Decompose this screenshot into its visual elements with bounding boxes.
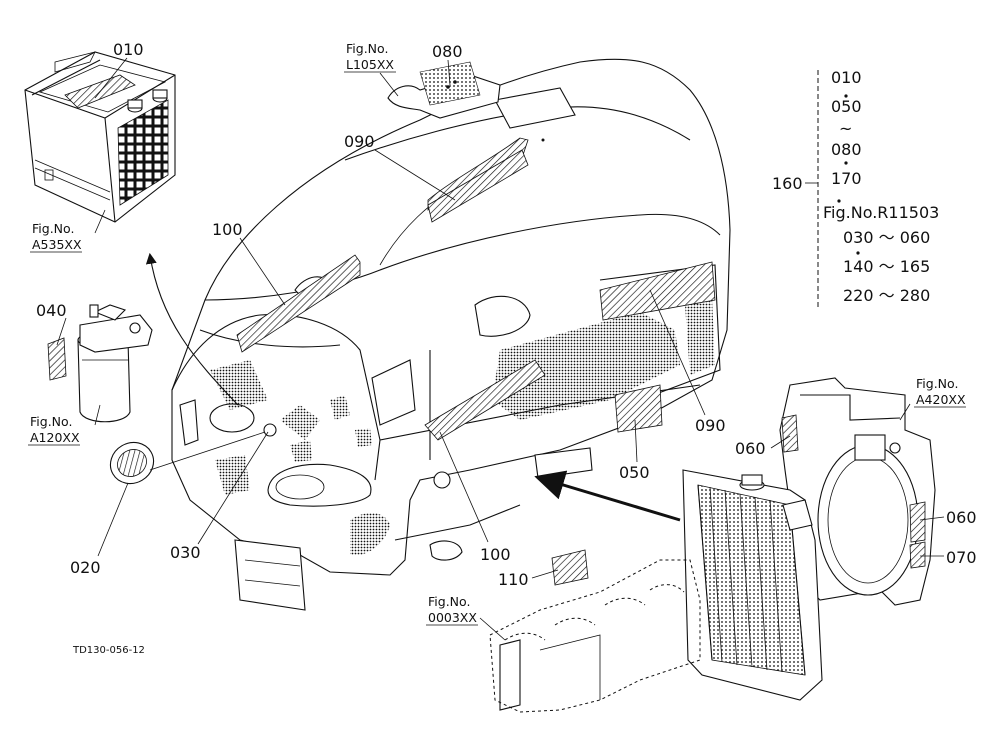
fuel-filter: [47, 304, 153, 423]
callout-030: 030: [170, 543, 201, 562]
callout-090-right: 090: [695, 416, 726, 435]
range-item-8: 220 ～ 280: [843, 286, 930, 305]
battery: [24, 51, 176, 223]
fig-ref-shroud-number: A420XX: [916, 392, 966, 407]
figure-references: Fig.No. A535XX Fig.No. L105XX Fig.No. A1…: [28, 41, 966, 626]
drawing-number: TD130-056-12: [72, 645, 145, 656]
fig-ref-shroud-label: Fig.No.: [916, 376, 958, 391]
tractor-hood: [171, 58, 731, 611]
range-brace: [805, 70, 860, 308]
range-list: 010 050 ~ 080 170 Fig.No.R11503 030 ～ 06…: [823, 68, 939, 305]
top-decal-assembly: [387, 61, 501, 119]
callout-020: 020: [70, 558, 101, 577]
radiator-assembly: [682, 377, 936, 701]
callout-100-top: 100: [212, 220, 243, 239]
callout-010: 010: [113, 40, 144, 59]
fig-ref-engine-number: 0003XX: [428, 610, 477, 625]
fig-ref-fuel-filter-label: Fig.No.: [30, 414, 72, 429]
fig-ref-battery-number: A535XX: [32, 237, 82, 252]
range-item-6: 030 ～ 060: [843, 228, 930, 247]
callout-100-bottom: 100: [480, 545, 511, 564]
engine-block-dashed: [489, 549, 701, 713]
round-emblem-cap: [109, 441, 155, 485]
fig-ref-decal-label: Fig.No.: [346, 41, 388, 56]
callout-050: 050: [619, 463, 650, 482]
range-item-2: ~: [839, 119, 852, 138]
callout-080: 080: [432, 42, 463, 61]
callout-070: 070: [946, 548, 977, 567]
range-item-7: 140 ～ 165: [843, 257, 930, 276]
callout-110: 110: [498, 570, 529, 589]
callout-090-top: 090: [344, 132, 375, 151]
fig-ref-fuel-filter-number: A120XX: [30, 430, 80, 445]
callout-160: 160: [772, 174, 803, 193]
leader-lines: [56, 57, 945, 641]
callout-labels: 010 080 090 100 040 020 030 100 050 090 …: [36, 40, 977, 589]
range-item-3: 080: [831, 140, 862, 159]
hood-decals: [236, 137, 716, 441]
callout-060-right: 060: [946, 508, 977, 527]
callout-040: 040: [36, 301, 67, 320]
range-item-4: 170: [831, 169, 862, 188]
fig-ref-decal-number: L105XX: [346, 57, 394, 72]
callout-060-left: 060: [735, 439, 766, 458]
fig-ref-engine-label: Fig.No.: [428, 594, 470, 609]
fig-ref-battery-label: Fig.No.: [32, 221, 74, 236]
range-item-5: Fig.No.R11503: [823, 203, 939, 222]
range-item-1: 050: [831, 97, 862, 116]
range-item-0: 010: [831, 68, 862, 87]
